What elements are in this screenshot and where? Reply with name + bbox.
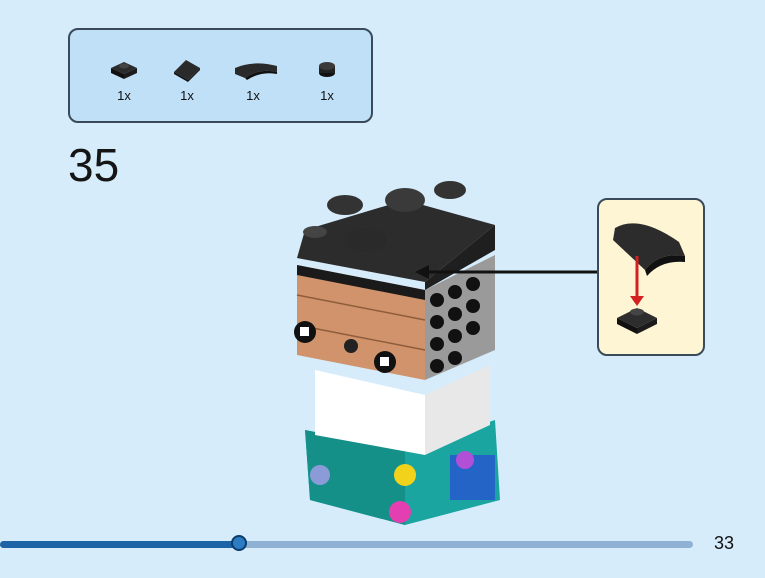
sub-assembly-callout xyxy=(597,198,705,356)
page-progress-track xyxy=(0,541,693,548)
sub-assembly-diagram xyxy=(613,223,685,334)
part-item: 1x xyxy=(307,58,347,118)
part-item: 1x xyxy=(233,58,277,118)
part-quantity: 1x xyxy=(117,88,131,103)
parts-list-box: 1x 1x 1x 1x xyxy=(68,28,373,123)
step-number: 35 xyxy=(68,139,120,191)
part-quantity: 1x xyxy=(246,88,260,103)
round-plate-1x1-icon xyxy=(111,62,137,79)
page-progress-knob[interactable] xyxy=(231,535,248,551)
part-item: 1x xyxy=(167,58,207,118)
pointer-arrow-icon xyxy=(415,265,598,279)
part-quantity: 1x xyxy=(180,88,194,103)
brickheadz-model-illustration xyxy=(294,181,500,525)
curved-slope-icon xyxy=(235,63,277,80)
round-stud-icon xyxy=(319,62,335,77)
page-number: 33 xyxy=(714,533,735,553)
slope-tile-icon xyxy=(174,60,200,82)
part-item: 1x xyxy=(104,58,144,118)
part-quantity: 1x xyxy=(320,88,334,103)
page-progress-fill xyxy=(0,541,240,548)
